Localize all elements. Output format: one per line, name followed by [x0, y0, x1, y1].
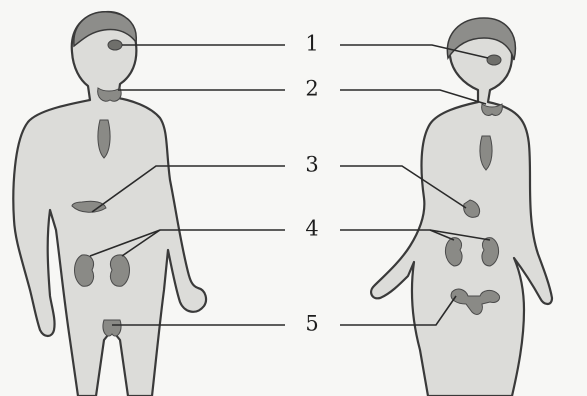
leader-2-right: [340, 90, 486, 104]
female-pituitary: [487, 55, 501, 65]
label-3: 3: [305, 153, 318, 177]
male-testes: [103, 320, 121, 336]
female-kidney-left: [445, 238, 462, 266]
label-1: 1: [305, 32, 318, 56]
male-body-outline: [13, 12, 206, 396]
male-pituitary: [108, 40, 122, 50]
number-labels: 1 2 3 4 5: [305, 32, 318, 336]
male-kidney-left: [75, 255, 94, 286]
female-figure-icon: [371, 18, 552, 396]
female-kidney-right: [482, 238, 499, 266]
male-figure-icon: [13, 12, 206, 396]
male-kidney-right: [110, 255, 129, 286]
label-5: 5: [305, 312, 318, 336]
female-body-outline: [371, 20, 552, 396]
label-2: 2: [305, 77, 318, 101]
label-4: 4: [305, 217, 318, 241]
